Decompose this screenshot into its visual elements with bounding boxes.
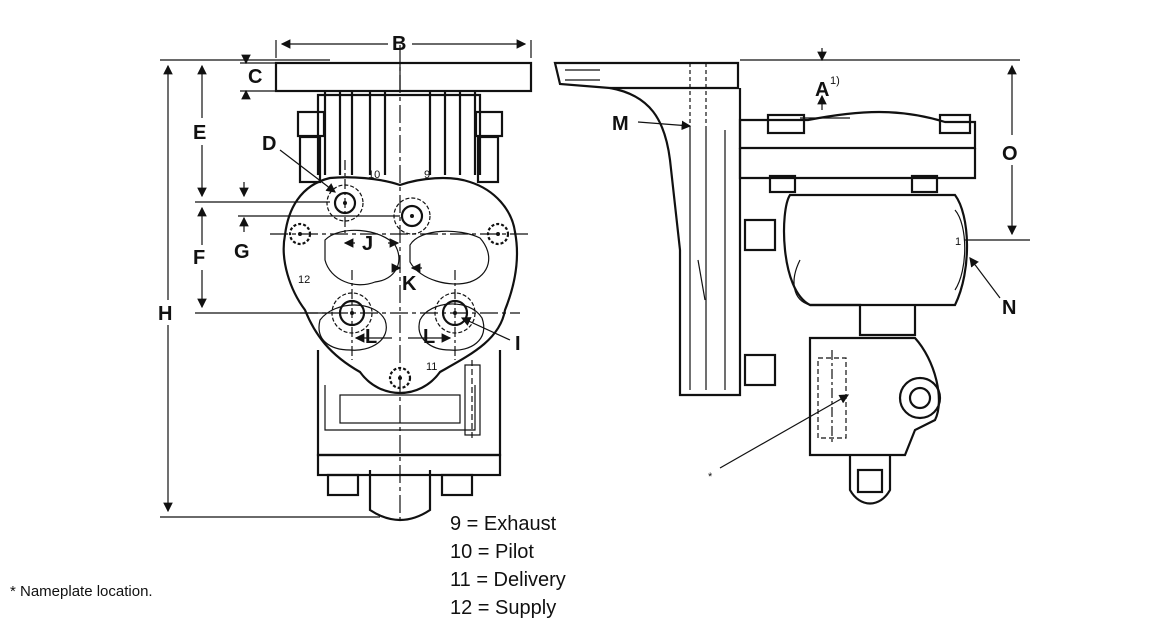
legend-item-delivery: 11 = Delivery bbox=[450, 569, 566, 591]
dim-label-o: O bbox=[1002, 143, 1018, 165]
nameplate-star: * bbox=[708, 471, 713, 483]
legend-item-exhaust: 9 = Exhaust bbox=[450, 513, 557, 535]
dim-label-g: G bbox=[234, 241, 250, 263]
dim-label-j: J bbox=[362, 233, 373, 255]
dim-label-a: A bbox=[815, 79, 829, 101]
dim-label-n: N bbox=[1002, 297, 1016, 319]
dim-label-e: E bbox=[193, 122, 206, 144]
port-label-1: 1 bbox=[955, 236, 961, 248]
side-view: 1 A 1) O M N * bbox=[553, 48, 1030, 505]
front-view: B C E D F G H J K L L I 10 9 12 11 bbox=[158, 33, 533, 525]
dim-label-c: C bbox=[248, 66, 262, 88]
dim-label-k: K bbox=[402, 273, 417, 295]
dim-label-d: D bbox=[262, 133, 276, 155]
dim-label-l-right: L bbox=[423, 326, 435, 348]
port-label-9: 9 bbox=[424, 169, 430, 181]
port-label-10: 10 bbox=[368, 169, 380, 181]
legend-item-supply: 12 = Supply bbox=[450, 597, 557, 619]
dim-label-l-left: L bbox=[365, 326, 377, 348]
dim-label-b: B bbox=[392, 33, 406, 55]
dim-label-a-note: 1) bbox=[830, 75, 840, 87]
port-label-11: 11 bbox=[426, 361, 437, 373]
legend-item-pilot: 10 = Pilot bbox=[450, 541, 534, 563]
dim-label-i: I bbox=[515, 333, 521, 355]
nameplate-footnote: * Nameplate location. bbox=[10, 583, 153, 600]
dim-label-f: F bbox=[193, 247, 205, 269]
dim-label-h: H bbox=[158, 303, 172, 325]
port-legend: 9 = Exhaust 10 = Pilot 11 = Delivery 12 … bbox=[450, 510, 566, 622]
port-label-12: 12 bbox=[298, 274, 310, 286]
dim-label-m: M bbox=[612, 113, 629, 135]
